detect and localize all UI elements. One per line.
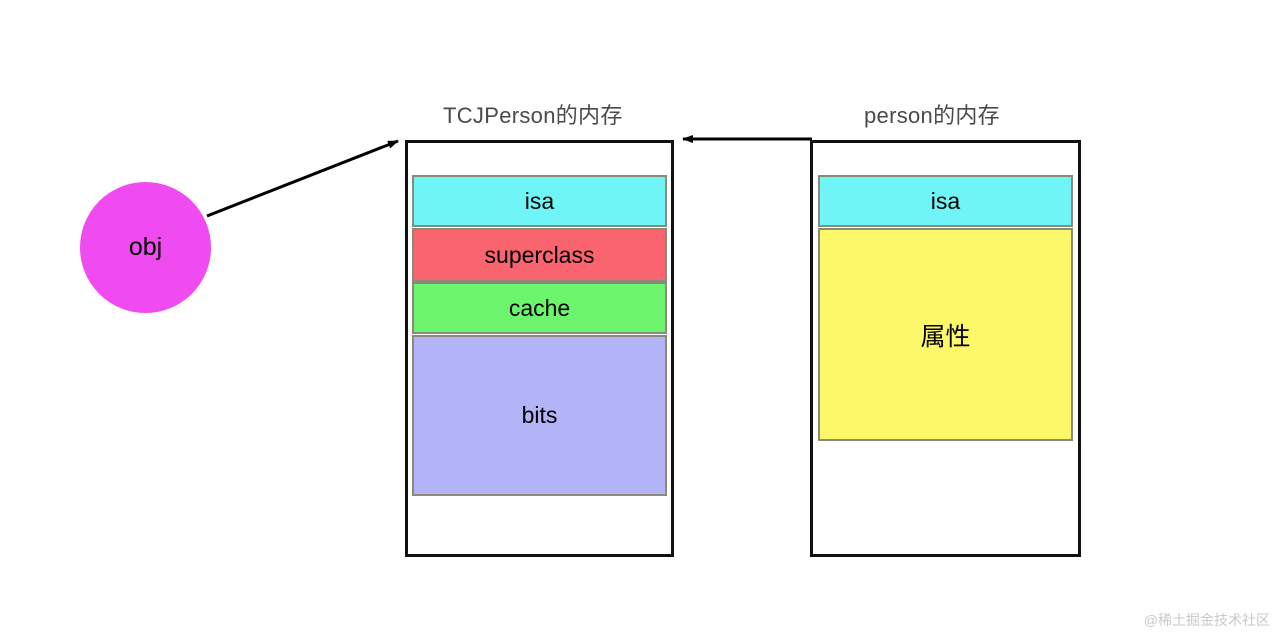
class-block-superclass: superclass bbox=[412, 228, 667, 282]
object-block-isa: isa bbox=[818, 175, 1073, 227]
class-block-bits: bits bbox=[412, 335, 667, 496]
object-memory-title: person的内存 bbox=[864, 103, 1000, 128]
class-block-isa-label: isa bbox=[524, 187, 555, 214]
object-block-properties-label: 属性 bbox=[920, 322, 971, 351]
class-block-bits-label: bits bbox=[521, 402, 558, 428]
watermark: @稀土掘金技术社区 bbox=[1143, 612, 1270, 628]
object-block-properties: 属性 bbox=[818, 228, 1073, 441]
obj-node: obj bbox=[80, 182, 211, 313]
object-block-isa-label: isa bbox=[930, 187, 961, 214]
arrow-obj-to-class-memory bbox=[206, 139, 399, 218]
class-memory-title: TCJPerson的内存 bbox=[443, 103, 623, 128]
obj-node-label: obj bbox=[128, 233, 163, 261]
class-block-cache-label: cache bbox=[508, 294, 571, 321]
class-block-cache: cache bbox=[412, 282, 667, 334]
class-block-superclass-label: superclass bbox=[484, 241, 595, 268]
class-block-isa: isa bbox=[412, 175, 667, 227]
